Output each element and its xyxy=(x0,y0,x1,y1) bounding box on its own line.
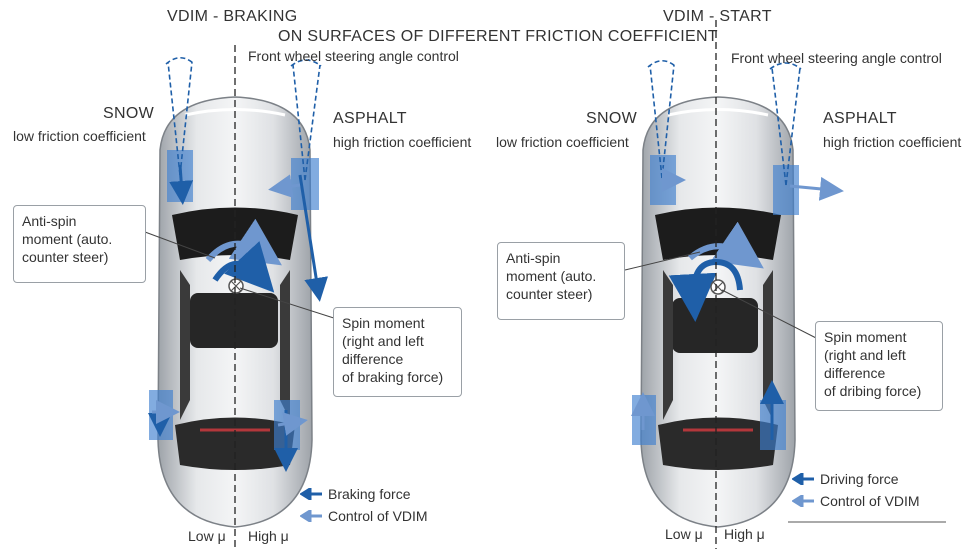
diagram-subtitle: ON SURFACES OF DIFFERENT FRICTION COEFFI… xyxy=(278,28,718,45)
right-legend-vdim-label: Control of VDIM xyxy=(820,493,920,509)
start-right-front-tire-box xyxy=(773,165,799,215)
right-anti-spin-line-1: Anti-spin xyxy=(506,250,561,266)
right-low-mu: Low μ xyxy=(665,526,703,542)
right-asphalt-label: ASPHALT xyxy=(823,110,897,127)
vdim-arrow-rr xyxy=(277,412,308,436)
right-legend-driving: Driving force xyxy=(792,471,899,487)
left-legend-braking-label: Braking force xyxy=(328,486,411,502)
right-anti-spin-line-2: moment (auto. xyxy=(506,268,597,284)
braking-arrow-fr xyxy=(298,174,328,302)
braking-arrow-fl xyxy=(169,164,194,205)
start-vdim-arrow-fr xyxy=(789,176,844,201)
left-asphalt-label: ASPHALT xyxy=(333,110,407,127)
left-anti-spin-line-2: moment (auto. xyxy=(22,231,113,247)
right-snow-sub: low friction coefficient xyxy=(496,134,629,150)
dark-arrow-icon xyxy=(300,488,322,500)
right-snow-label: SNOW xyxy=(586,110,637,127)
left-spin-line-2: (right and left xyxy=(342,333,424,349)
left-spin-line-3: difference xyxy=(342,351,404,367)
left-high-mu: High μ xyxy=(248,528,289,544)
right-asphalt-sub: high friction coefficient xyxy=(823,134,962,150)
right-spin-line-4: of dribing force) xyxy=(824,383,922,399)
right-spin-line-1: Spin moment xyxy=(824,329,907,345)
right-high-mu: High μ xyxy=(724,526,765,542)
left-spin-moment-box: Spin moment (right and left difference o… xyxy=(333,307,462,397)
left-legend-braking: Braking force xyxy=(300,486,410,502)
left-snow-sub: low friction coefficient xyxy=(13,128,146,144)
left-legend-vdim: Control of VDIM xyxy=(300,508,428,524)
right-legend-vdim: Control of VDIM xyxy=(792,493,920,509)
right-steering-label: Front wheel steering angle control xyxy=(731,50,942,66)
left-spin-line-4: of braking force) xyxy=(342,369,444,385)
right-title: VDIM - START xyxy=(663,8,772,25)
vdim-arrow-front xyxy=(268,174,301,199)
right-anti-spin-line-3: counter steer) xyxy=(506,286,593,302)
left-anti-spin-line-3: counter steer) xyxy=(22,249,109,265)
left-steering-dashes xyxy=(165,56,322,181)
left-asphalt-sub: high friction coefficient xyxy=(333,134,472,150)
left-anti-spin-line-1: Anti-spin xyxy=(22,213,77,229)
start-steering-dashes xyxy=(647,59,802,186)
light-arrow-icon xyxy=(792,495,814,507)
left-snow-label: SNOW xyxy=(103,105,154,122)
right-spin-line-2: (right and left xyxy=(824,347,906,363)
right-spin-line-3: difference xyxy=(824,365,886,381)
spin-arc-left xyxy=(212,241,275,293)
left-steering-label: Front wheel steering angle control xyxy=(248,48,459,64)
right-spin-moment-box: Spin moment (right and left difference o… xyxy=(815,321,943,411)
left-legend-vdim-label: Control of VDIM xyxy=(328,508,428,524)
left-spin-line-1: Spin moment xyxy=(342,315,425,331)
left-title: VDIM - BRAKING xyxy=(167,8,298,25)
left-low-mu: Low μ xyxy=(188,528,226,544)
right-anti-spin-box: Anti-spin moment (auto. counter steer) xyxy=(497,242,625,320)
dark-arrow-icon xyxy=(792,473,814,485)
left-anti-spin-box: Anti-spin moment (auto. counter steer) xyxy=(13,205,146,283)
right-legend-driving-label: Driving force xyxy=(820,471,899,487)
light-arrow-icon xyxy=(300,510,322,522)
